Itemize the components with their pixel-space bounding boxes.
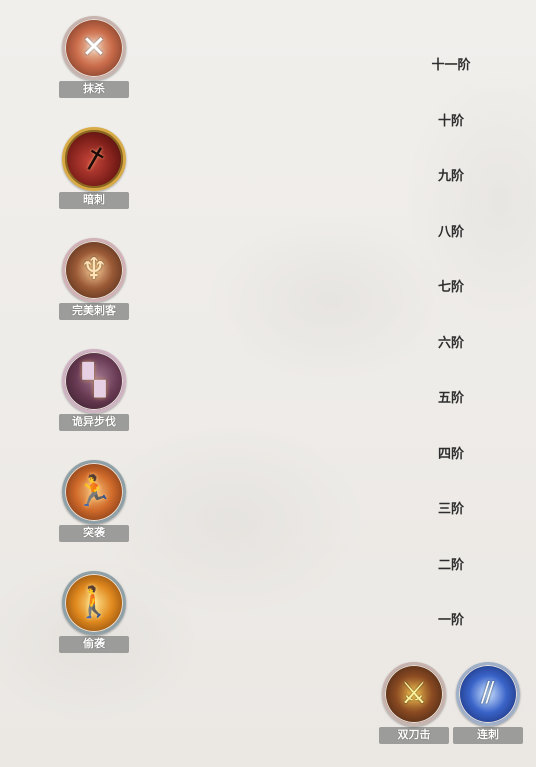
skill-label: 偷袭	[59, 636, 129, 653]
skill-label: 突袭	[59, 525, 129, 542]
tier-6: 六阶	[437, 335, 464, 350]
tier-9: 九阶	[437, 168, 464, 183]
boots-icon: ▚	[62, 349, 126, 413]
crossed-blades-icon: ✕	[62, 16, 126, 80]
tier-1: 一阶	[437, 612, 464, 627]
skill-label: 暗刺	[59, 192, 129, 209]
tier-11: 十一阶	[431, 57, 471, 72]
blue-slash-icon: ⫽	[456, 662, 520, 726]
skill-label: 连刺	[453, 727, 523, 744]
tier-2: 二阶	[437, 557, 464, 572]
tier-3: 三阶	[437, 501, 464, 516]
dual-swords-icon: ⚔	[382, 662, 446, 726]
tier-4: 四阶	[437, 446, 464, 461]
skill-label: 完美刺客	[59, 303, 129, 320]
tier-8: 八阶	[437, 224, 464, 239]
skill-mosha[interactable]: ✕ 抹杀	[58, 16, 130, 98]
leaping-figure-icon: 🏃	[62, 460, 126, 524]
skill-lianci[interactable]: ⫽ 连刺	[452, 662, 524, 744]
tier-5: 五阶	[437, 390, 464, 405]
skill-label: 抹杀	[59, 81, 129, 98]
skill-touxi[interactable]: 🚶 偷袭	[58, 571, 130, 653]
skill-wanmei-cike[interactable]: ♆ 完美刺客	[58, 238, 130, 320]
trident-emblem-icon: ♆	[62, 238, 126, 302]
skill-label: 诡异步伐	[59, 414, 129, 431]
tier-7: 七阶	[437, 279, 464, 294]
skill-label: 双刀击	[379, 727, 449, 744]
skill-shuangdao-ji[interactable]: ⚔ 双刀击	[378, 662, 450, 744]
skill-guiyi-bufa[interactable]: ▚ 诡异步伐	[58, 349, 130, 431]
tier-10: 十阶	[437, 113, 464, 128]
skill-anci[interactable]: † 暗刺	[58, 127, 130, 209]
sneaking-figure-icon: 🚶	[62, 571, 126, 635]
dagger-cloak-icon: †	[62, 127, 126, 191]
skill-tuxi[interactable]: 🏃 突袭	[58, 460, 130, 542]
